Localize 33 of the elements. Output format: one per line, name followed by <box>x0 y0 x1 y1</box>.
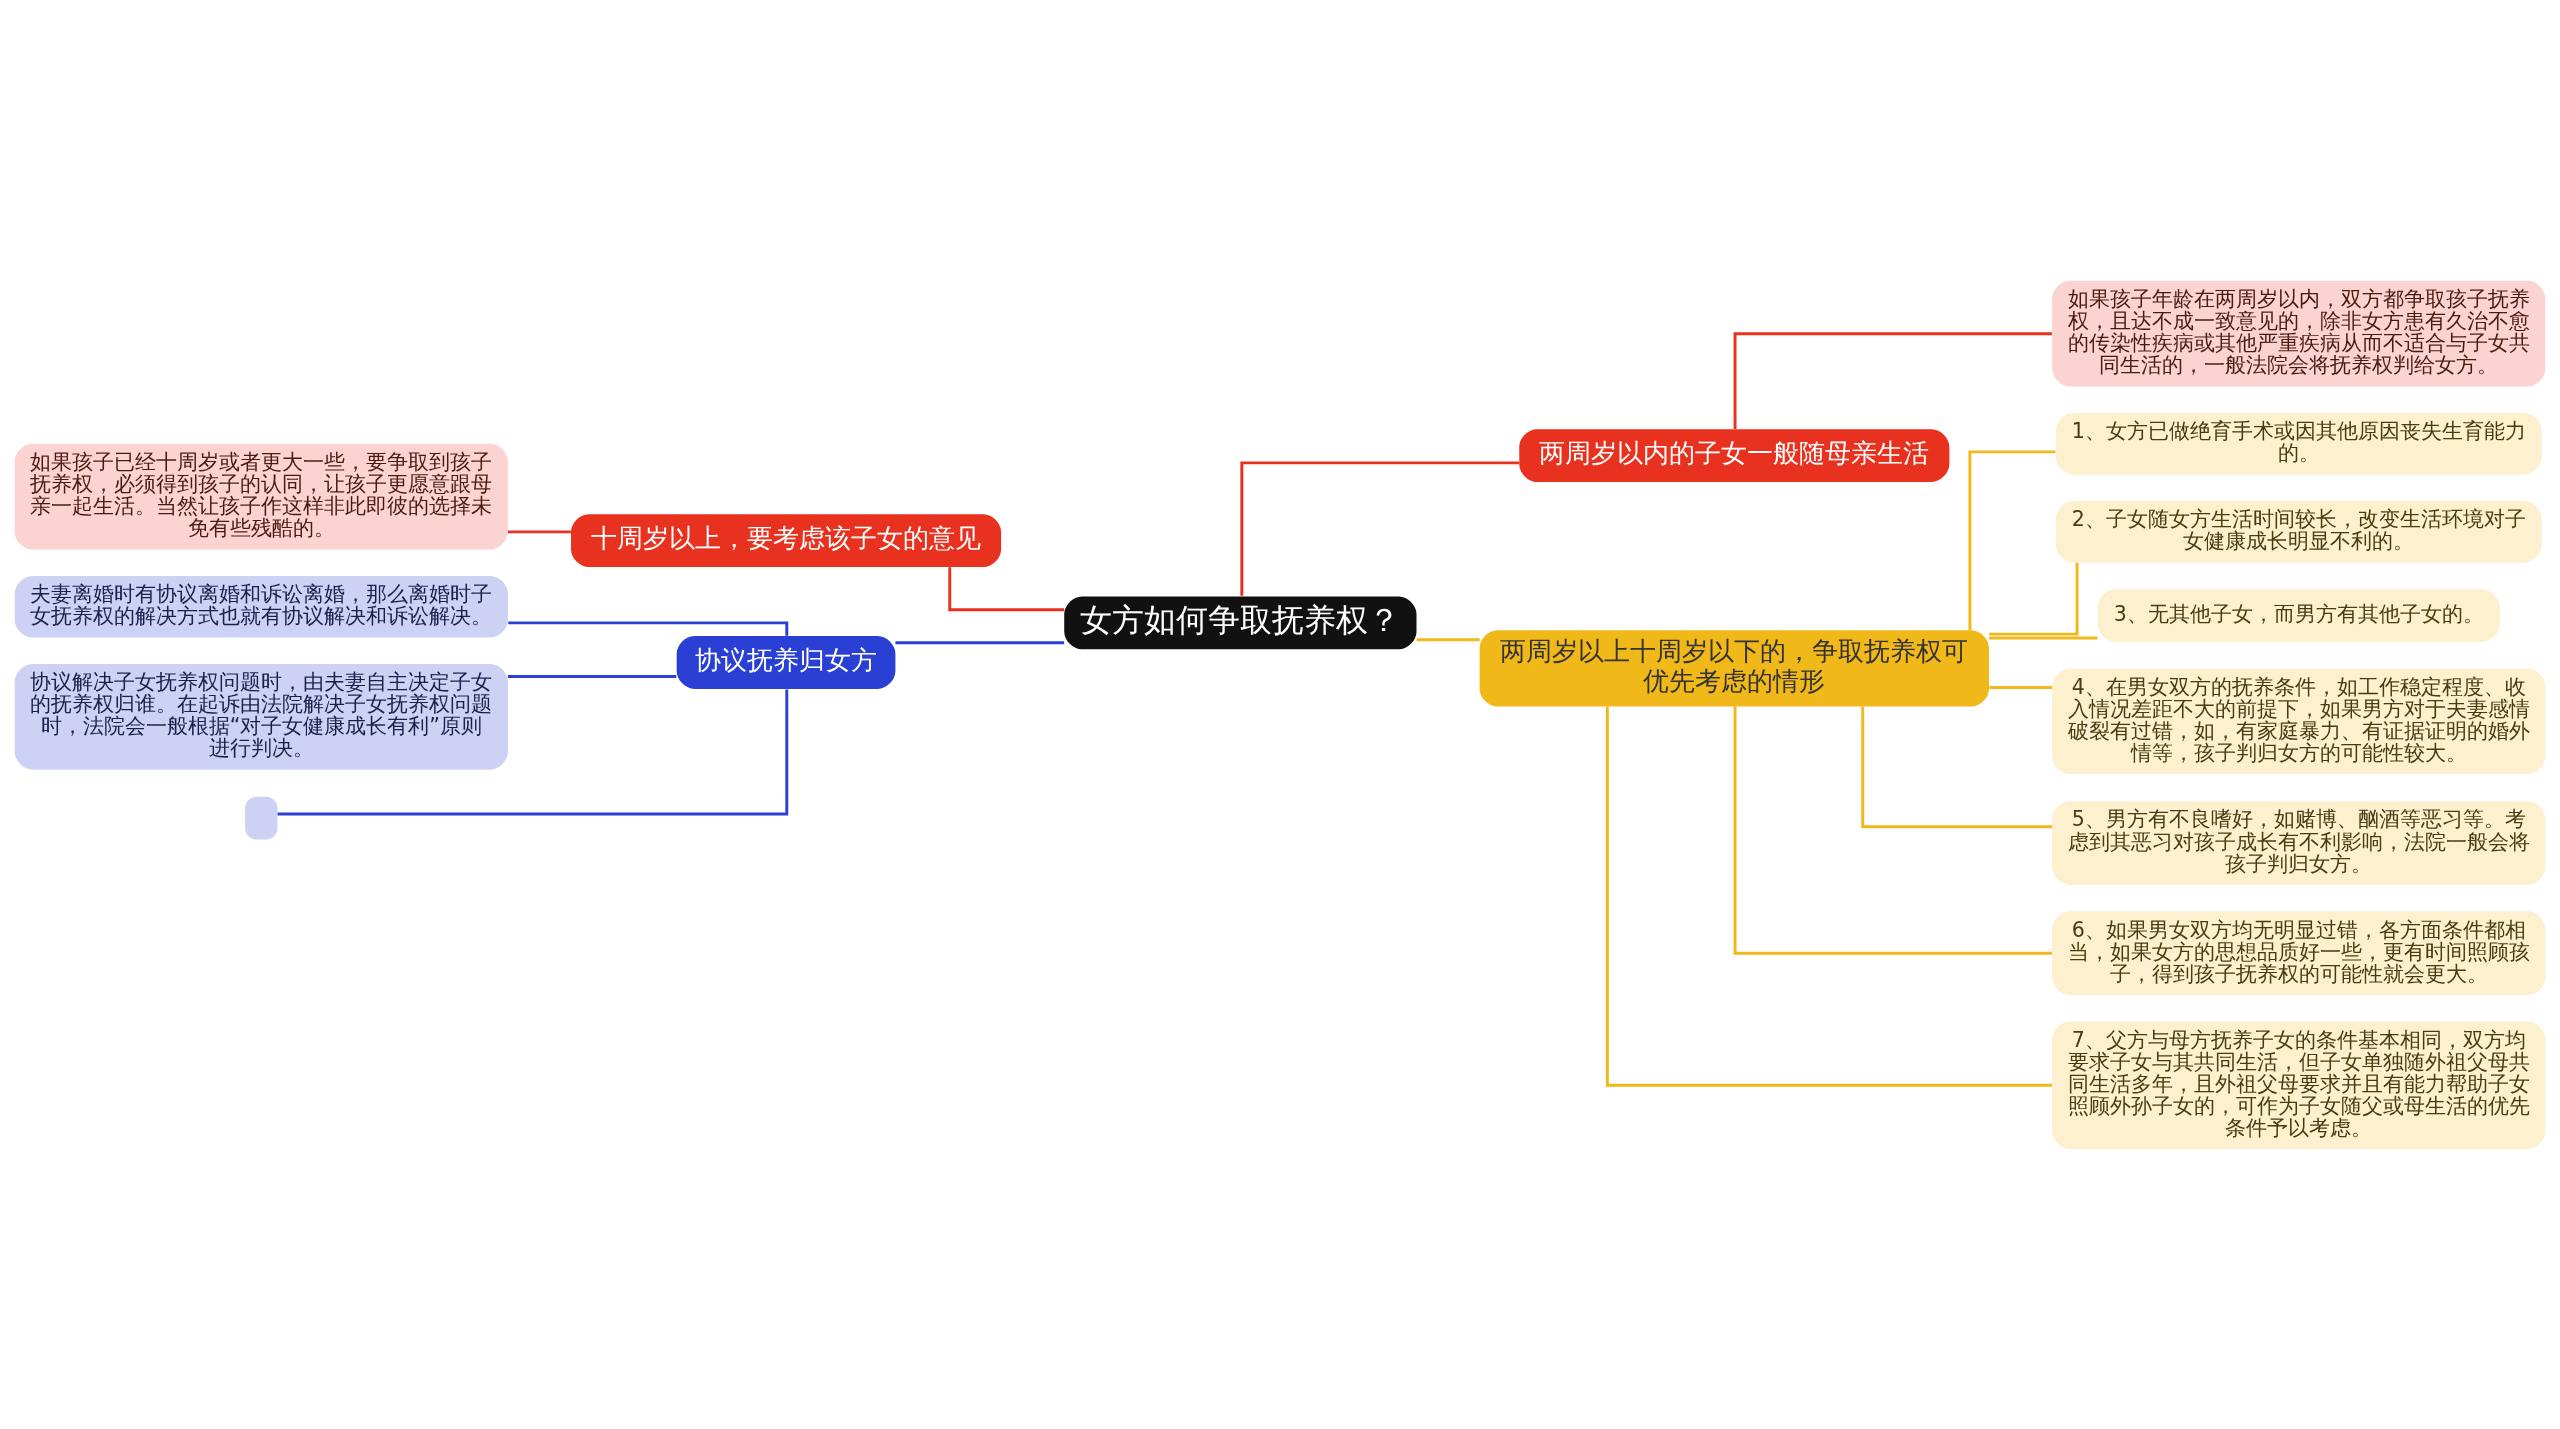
connector <box>1416 637 1480 641</box>
connector <box>1989 562 2079 636</box>
node-box: 如果孩子年龄在两周岁以内，双方都争取孩子抚养权，且达不成一致意见的，除非女方患有久治不愈的传染性疾病或其他严重疾病从而不适合与子女共同生活的，一般法院会将抚养权判给女方。 <box>2052 280 2546 387</box>
connector <box>1240 460 1519 596</box>
node-box: 协议解决子女抚养权问题时，由夫妻自主决定子女的抚养权归谁。在起诉由法院解决子女抚养权问题时，法院会一般根据“对子女健康成长有利”原则进行判决。 <box>14 663 508 770</box>
node-box: 夫妻离婚时有协议离婚和诉讼离婚，那么离婚时子女抚养权的解决方式也就有协议解决和诉讼解决。 <box>14 575 508 638</box>
node-box: 如果孩子已经十周岁或者更大一些，要争取到孩子抚养权，必须得到孩子的认同，让孩子更愿意跟母亲一起生活。当然让孩子作这样非此即彼的选择未免有些残酷的。 <box>14 443 508 549</box>
node-box: 两周岁以上十周岁以下的，争取抚养权可优先考虑的情形 <box>1479 629 1989 707</box>
connector <box>948 566 1065 611</box>
node-box: 7、父方与母方抚养子女的条件基本相同，双方均要求子女与其共同生活，但子女单独随外祖父母共同生活多年，且外祖父母要求并且有能力帮助子女照顾外孙子女的，可作为子女随父或母生活的优先条件予以考虑。 <box>2052 1020 2546 1149</box>
node-box: 十周岁以上，要考虑该子女的意见 <box>571 513 1002 567</box>
connector <box>507 529 571 533</box>
connector <box>508 620 789 636</box>
node-box: 两周岁以内的子女一般随母亲生活 <box>1519 428 1950 482</box>
connector <box>277 689 789 815</box>
node-box: 5、男方有不良嗜好，如赌博、酗酒等恶习等。考虑到其恶习对孩子成长有不利影响，法院一般会将孩子判归女方。 <box>2052 800 2546 885</box>
connector <box>1605 706 2053 1087</box>
node-box: 女方如何争取抚养权？ <box>1064 595 1417 649</box>
node-box: 2、子女随女方生活时间较长，改变生活环境对子女健康成长明显不利的。 <box>2055 500 2542 563</box>
node-box: 6、如果男女双方均无明显过错，各方面条件都相当，如果女方的思想品质好一些，更有时间照顾孩子，得到孩子抚养权的可能性就会更大。 <box>2052 910 2546 995</box>
connector <box>895 640 1065 644</box>
connector <box>1733 331 2052 429</box>
connector <box>1861 706 2053 828</box>
connector <box>1989 636 2098 639</box>
node-box: 协议抚养归女方 <box>676 635 896 689</box>
connector <box>507 674 677 678</box>
connector <box>1968 449 2056 630</box>
node-box: 4、在男女双方的抚养条件，如工作稳定程度、收入情况差距不大的前提下，如果男方对于夫妻感情破裂有过错，如，有家庭暴力、有证据证明的婚外情等，孩子判归女方的可能性较大。 <box>2052 667 2546 774</box>
connector <box>1989 685 2053 689</box>
connector <box>1733 706 2052 955</box>
node-box: 3、无其他子女，而男方有其他子女的。 <box>2097 588 2500 642</box>
node-box <box>245 796 278 839</box>
node-box: 1、女方已做绝育手术或因其他原因丧失生育能力的。 <box>2055 412 2542 475</box>
